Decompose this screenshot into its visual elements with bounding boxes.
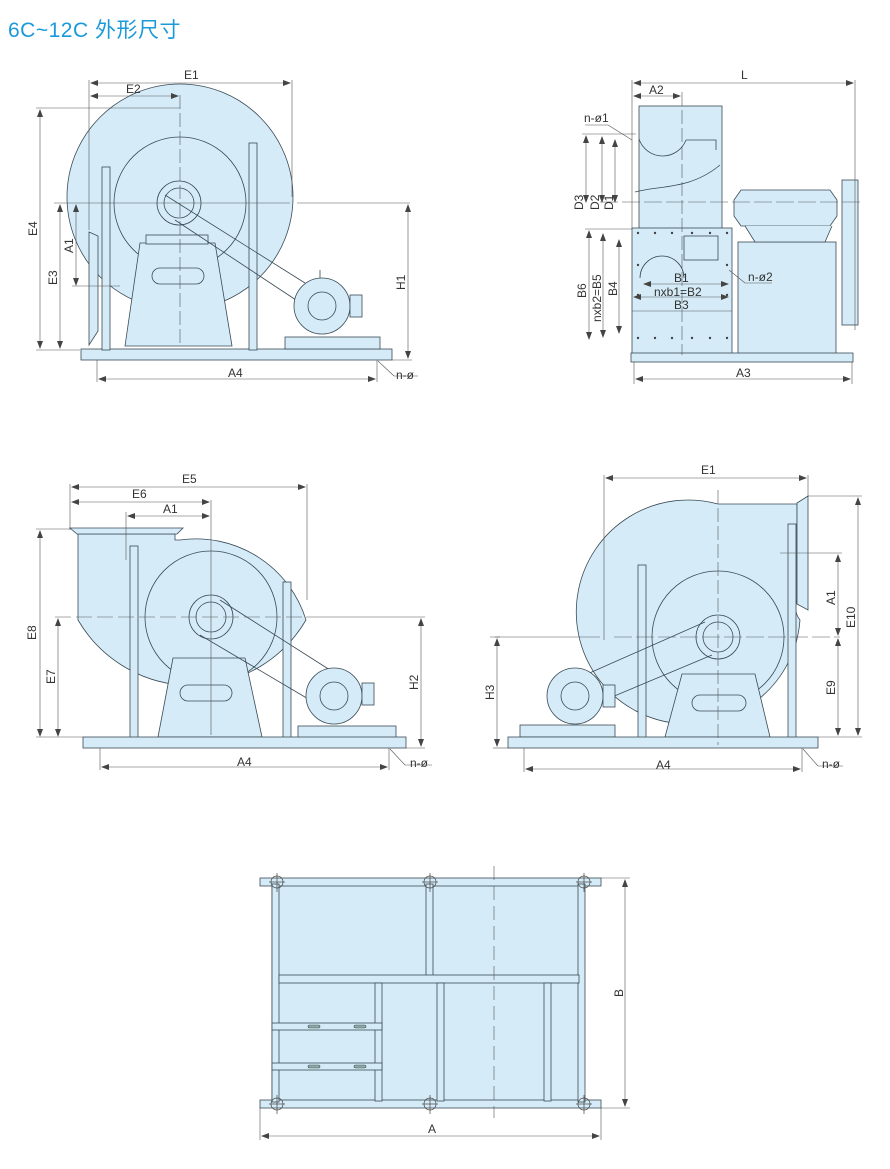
dimension-lines-view1 [36,80,418,382]
dim-label-A1: A1 [62,238,76,253]
fan-view-front-upward-outlet [55,500,425,749]
dim-label-B: B [612,989,626,997]
dim-label-A1: A1 [163,502,178,516]
dim-label-B5: nxb2=B5 [590,274,604,322]
dim-label-L: L [741,68,748,82]
dim-label-A2: A2 [649,83,664,97]
dim-label-E2: E2 [126,82,141,96]
dim-label-B1: B1 [674,271,689,285]
dim-label-H1: H1 [394,274,408,290]
dimension-lines-view4 [493,475,862,772]
dim-label-E5: E5 [182,472,197,486]
dim-label-E4: E4 [26,221,40,236]
dim-label-n-phi2: n-ø2 [748,270,773,284]
dim-label-E1: E1 [184,68,199,82]
dim-label-A4: A4 [656,758,671,772]
dim-label-D1: D1 [602,194,616,210]
dim-label-B6: B6 [575,283,589,298]
dim-label-A4: A4 [228,366,243,380]
dim-label-E1: E1 [701,463,716,477]
fan-view-side [600,92,860,363]
dim-label-E6: E6 [132,487,147,501]
dim-label-E8: E8 [25,625,39,640]
dim-label-A3: A3 [736,366,751,380]
dim-label-D3: D3 [572,194,586,210]
dim-label-E9: E9 [824,680,838,695]
dimension-lines-view5 [259,877,630,1140]
dim-label-A4: A4 [237,755,252,769]
dim-label-n-phi: n-ø [410,756,429,770]
base-frame-plan-view [259,866,602,1118]
dim-label-H2: H2 [407,674,421,690]
dim-label-A1: A1 [824,590,838,605]
dim-label-A: A [428,1122,436,1136]
dim-label-E3: E3 [46,270,60,285]
dim-label-n-phi: n-ø [396,368,415,382]
dim-label-B2: nxb1=B2 [654,285,702,299]
dimension-lines-view2 [582,80,856,384]
fan-view-front-right [490,490,840,749]
dim-label-D2: D2 [588,194,602,210]
dim-label-E7: E7 [44,669,58,684]
dim-label-B3: B3 [674,298,689,312]
dimension-lines-view3 [36,484,432,770]
dim-label-n-phi1: n-ø1 [584,111,609,125]
page-title: 6C~12C 外形尺寸 [8,19,181,42]
dim-label-E10: E10 [844,606,858,628]
fan-view-front-left [66,83,410,361]
dim-label-n-phi: n-ø [822,757,841,771]
dim-label-H3: H3 [483,684,497,700]
dim-label-B4: B4 [606,281,620,296]
